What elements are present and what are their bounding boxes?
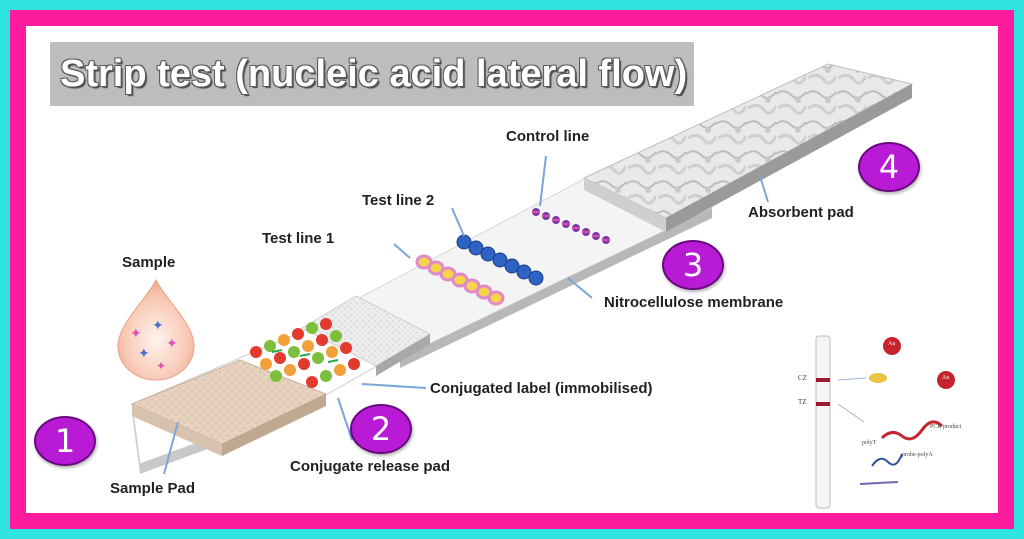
- diagram-canvas: Strip test (nucleic acid lateral flow): [26, 26, 998, 513]
- inset-label-au-1: Au: [888, 341, 896, 347]
- label-nitrocellulose: Nitrocellulose membrane: [604, 294, 784, 311]
- svg-text:✦: ✦: [166, 336, 178, 352]
- control-line: [532, 208, 610, 244]
- inset-label-probe-polya: probe-polyA: [902, 452, 933, 458]
- svg-text:✦: ✦: [130, 326, 142, 342]
- conjugate-release-pad: [300, 295, 432, 376]
- step-badge-4: 4: [858, 142, 920, 192]
- svg-text:✦: ✦: [156, 359, 166, 373]
- test-line-2: [456, 234, 544, 286]
- absorbent-pad: [582, 63, 914, 232]
- label-conjugate-release-pad: Conjugate release pad: [290, 458, 451, 475]
- step-badge-3: 3: [662, 240, 724, 290]
- page-title: Strip test (nucleic acid lateral flow): [60, 52, 688, 95]
- step-badge-2: 2: [350, 404, 412, 454]
- inset-detail: [815, 335, 955, 509]
- step-badge-1: 1: [34, 416, 96, 466]
- label-sample-pad: Sample Pad: [110, 480, 196, 497]
- inset-label-pcr-product: PCR product: [930, 424, 962, 430]
- label-test-line-2: Test line 2: [362, 192, 435, 209]
- title-banner: Strip test (nucleic acid lateral flow): [50, 42, 694, 106]
- conjugated-label-particles: [250, 318, 360, 388]
- inset-label-cz: CZ: [798, 374, 807, 382]
- label-conjugated-label: Conjugated label (immobilised): [430, 380, 653, 397]
- inset-label-tz: TZ: [798, 398, 807, 406]
- label-test-line-1: Test line 1: [262, 230, 335, 247]
- inset-label-polyt: polyT: [862, 440, 877, 446]
- label-absorbent-pad: Absorbent pad: [748, 204, 854, 221]
- inset-label-au-2: Au: [942, 375, 950, 381]
- test-line-1: [415, 254, 505, 306]
- sample-drop: ✦ ✦ ✦ ✦ ✦: [117, 278, 195, 381]
- label-sample: Sample: [122, 254, 176, 271]
- strip-illustration: ✦ ✦ ✦ ✦ ✦: [117, 63, 955, 509]
- svg-text:✦: ✦: [152, 318, 164, 334]
- svg-text:✦: ✦: [138, 346, 150, 362]
- label-control-line: Control line: [506, 128, 590, 145]
- leader-lines: [163, 155, 769, 475]
